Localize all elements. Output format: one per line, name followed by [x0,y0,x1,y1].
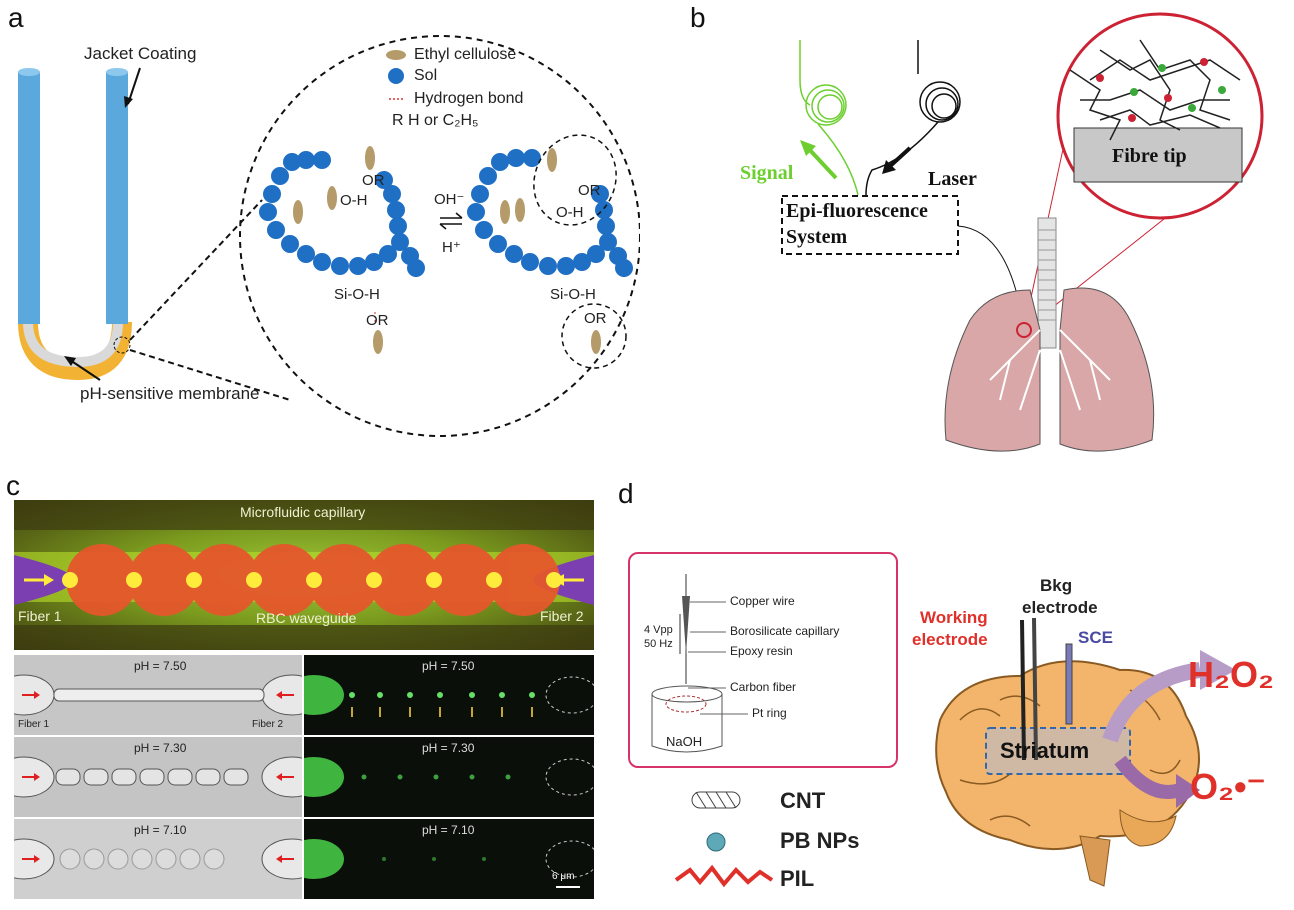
pt-ring-label: Pt ring [752,706,787,720]
fiber-left [18,72,40,324]
brightfield-row-1: pH = 7.50 Fiber 1 Fiber 2 [14,655,302,735]
label-oh-minus: OH⁻ [434,191,465,208]
fiber2-label: Fiber 2 [540,608,584,624]
polymer-network [1069,39,1241,141]
striatum-label: Striatum [1000,738,1090,763]
label-or-4: OR [584,310,607,327]
legend-sol-label: Sol [414,67,438,84]
signal-fiber [799,40,859,196]
cerebellum [1119,809,1177,847]
brightfield-ph-label: pH = 7.50 [134,659,187,673]
magnified-circle [239,35,640,437]
fluorescence-ph-label: pH = 7.50 [422,659,475,673]
pil-label: PIL [780,866,815,891]
borosilicate-label: Borosilicate capillary [730,624,840,638]
sensing-site-circle [1016,322,1032,338]
panel-a-diagram [18,35,640,437]
cnt-label: CNT [780,788,826,813]
electrode-inset-box: Copper wire 4 Vpp 50 Hz Borosilicate cap… [628,552,898,768]
brainstem [1079,835,1111,887]
o2-arrow [1114,755,1183,799]
small-fiber2-label: Fiber 2 [252,719,284,730]
panel-b-diagram [781,12,1264,452]
legend-r-label: R H or C₂H₅ [392,112,479,129]
sol-chain-left [259,151,425,277]
fiber-right [106,72,128,324]
fluorescence-ph-label: pH = 7.10 [422,823,475,837]
label-or-1: OR [362,172,385,189]
legend-ethyl-icon [386,50,406,60]
legend-hbond-label: Hydrogen bond [414,90,524,107]
panel-letter-c: c [6,470,20,501]
label-oh-3: O-H [556,204,584,221]
polymer-dots [1096,58,1226,122]
sol-chain-right [467,149,633,277]
cnt-icon [691,791,741,809]
epi-fluorescence-label: Epi-fluorescence [786,200,928,222]
capillary-label: Microfluidic capillary [240,504,366,520]
voltage-label-2: 50 Hz [644,638,673,650]
brightfield-ph-label: pH = 7.10 [134,823,187,837]
epi-fluorescence-box [781,195,959,255]
o2-radical-label: O₂•⁻ [1190,766,1266,807]
panel-letter-a: a [8,2,24,33]
carbon-fiber-label: Carbon fiber [730,680,797,694]
working-electrode [1020,619,1026,761]
laser-fiber [865,40,961,196]
working-label-1: Working [920,608,988,627]
scale-bar-label: 6 μm [552,871,575,882]
label-oh-1: O-H [340,192,368,209]
fibre-tip-block [1073,127,1243,183]
system-label: System [786,226,848,248]
epoxy-label: Epoxy resin [730,644,793,658]
signal-label: Signal [740,162,794,184]
brightfield-ph-label: pH = 7.30 [134,741,187,755]
label-or-3: OR [578,182,601,199]
sce-electrode [1065,643,1073,725]
panel-letter-d: d [618,478,634,509]
label-sioh-1: Si-O-H [334,286,380,303]
bkg-label-1: Bkg [1040,576,1073,595]
label-sioh-2: Si-O-H [550,286,596,303]
label-or-2: OR [366,312,389,329]
fluorescence-row-2: pH = 7.30 [304,737,594,817]
legend-sol-icon [388,68,404,84]
pil-icon [674,864,774,888]
panel-letter-b: b [690,2,706,33]
laser-label: Laser [928,168,977,190]
fluorescence-row-3: pH = 7.10 6 μm [304,819,594,899]
fiber1-label: Fiber 1 [18,608,62,624]
fluorescence-row-1: pH = 7.50 [304,655,594,735]
copper-wire-label: Copper wire [730,594,795,608]
fibre-tip-label: Fibre tip [1112,145,1187,167]
jacket-coating-label: Jacket Coating [84,44,197,63]
fluorescence-ph-label: pH = 7.30 [422,741,475,755]
rbc-waveguide-svg [14,500,594,650]
naoh-label: NaOH [666,734,703,749]
working-label-2: electrode [912,630,988,649]
label-h-plus: H⁺ [442,239,461,256]
brightfield-row-3: pH = 7.10 [14,819,302,899]
brightfield-row-2: pH = 7.30 [14,737,302,817]
pb-nps-label: PB NPs [780,828,860,853]
h2o2-label: H₂O₂ [1188,654,1274,695]
sce-label: SCE [1078,628,1113,647]
waveguide-label: RBC waveguide [256,610,357,626]
right-lung [1059,287,1155,452]
legend-ethyl-label: Ethyl cellulose [414,46,517,63]
ph-membrane-label: pH-sensitive membrane [80,384,260,403]
h2o2-arrow [1102,662,1202,743]
rbc-waveguide-image [14,500,594,650]
bkg-label-2: electrode [1022,598,1098,617]
small-fiber1-label: Fiber 1 [18,719,50,730]
pb-nps-icon [706,832,726,852]
electrode-inset-svg [651,574,748,753]
bkg-electrode [1032,617,1038,761]
voltage-label-1: 4 Vpp [644,624,673,636]
